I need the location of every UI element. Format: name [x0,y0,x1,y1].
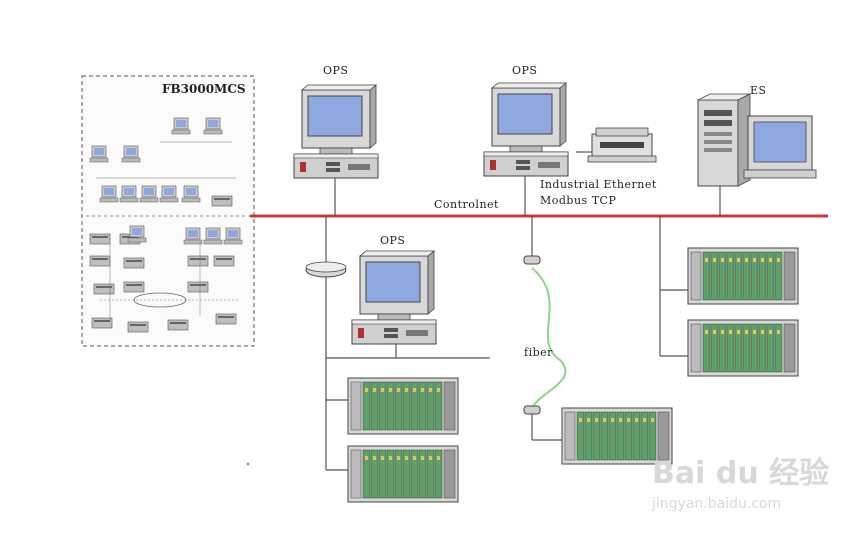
baidu-watermark: Bai du 经验 [652,456,830,491]
modbus-tcp-label: Modbus TCP [540,194,617,207]
io-rack-right-2 [687,319,799,377]
mcs-title: FB3000MCS [162,82,246,96]
fiber-link [531,267,567,409]
es-workstation [697,93,817,187]
ops-label-3: OPS [380,234,406,247]
io-rack-left-1 [347,377,459,435]
fiber-transceiver-top [523,255,541,265]
ops-workstation-2 [483,82,569,177]
industrial-ethernet-label: Industrial Ethernet [540,178,657,191]
printer-icon [587,127,657,163]
ops-workstation-1 [293,84,379,179]
fiber-transceiver-bottom [523,405,541,415]
ops-label-2: OPS [512,64,538,77]
baidu-watermark-url: jingyan.baidu.com [652,496,782,512]
ops-label-1: OPS [323,64,349,77]
es-label: ES [750,84,767,97]
switch-node [305,261,347,278]
io-rack-left-2 [347,445,459,503]
fiber-label: fiber [524,346,553,359]
mcs-overview-panel [81,75,255,347]
controlnet-label: Controlnet [434,198,499,211]
ops-workstation-3 [351,250,437,345]
io-rack-right-1 [687,247,799,305]
stray-dot [246,462,250,466]
network-wires [325,151,721,471]
